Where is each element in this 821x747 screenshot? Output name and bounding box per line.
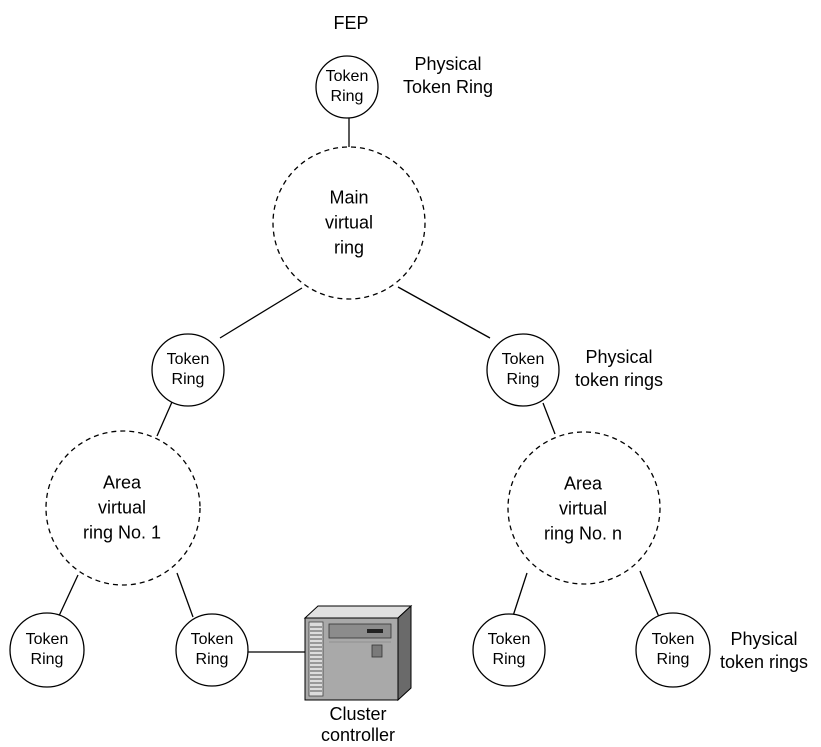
- cluster-controller-icon: [303, 604, 413, 702]
- token-ring-mid-right-label: Token Ring: [502, 350, 545, 390]
- ring-label-line2: Ring: [171, 371, 205, 388]
- physical-label-line2: token rings: [574, 370, 664, 390]
- ring-label-line1: Token: [651, 631, 695, 648]
- token-ring-bottom-2: [175, 613, 249, 687]
- area-virtual-ring-n-label: Area virtual ring No. n: [544, 472, 622, 547]
- cluster-controller-line1: Cluster: [329, 704, 387, 724]
- arean-line1: Area: [563, 473, 603, 494]
- link-left-area1: [156, 401, 173, 437]
- token-ring-bottom-3: [472, 613, 546, 687]
- ring-label-line1: Token: [487, 631, 531, 648]
- ring-label-line1: Token: [325, 68, 369, 85]
- token-ring-fep: [315, 55, 379, 119]
- ring-label-line1: Token: [190, 631, 234, 648]
- token-ring-bottom-1: [9, 612, 85, 688]
- link-arean-br2: [639, 570, 660, 618]
- token-ring-mid-right: [486, 333, 560, 407]
- fep-label: FEP: [333, 13, 369, 33]
- token-ring-mid-left: [151, 333, 225, 407]
- area1-line1: Area: [102, 472, 142, 493]
- area-virtual-ring-1-label: Area virtual ring No. 1: [83, 471, 161, 546]
- main-virtual-line3: ring: [333, 237, 365, 258]
- token-ring-mid-left-label: Token Ring: [167, 350, 210, 390]
- main-virtual-ring-label: Main virtual ring: [325, 186, 373, 261]
- token-ring-bottom-3-label: Token Ring: [488, 630, 531, 670]
- arean-line2: virtual: [558, 498, 608, 519]
- main-virtual-line2: virtual: [324, 212, 374, 233]
- token-ring-fep-label: Token Ring: [326, 67, 369, 107]
- token-ring-bottom-4: [635, 612, 711, 688]
- physical-token-rings-bottom-label: Physical token rings: [720, 628, 808, 674]
- ring-label-line2: Ring: [330, 88, 364, 105]
- physical-token-rings-mid-label: Physical token rings: [575, 346, 663, 392]
- ring-label-line2: Ring: [195, 651, 229, 668]
- physical-label-line1: Physical: [730, 629, 798, 649]
- link-area1-bl2: [176, 572, 194, 618]
- physical-token-ring-label: Physical Token Ring: [403, 53, 493, 99]
- arean-line3: ring No. n: [543, 523, 623, 544]
- ring-label-line1: Token: [166, 351, 210, 368]
- link-main-left: [219, 287, 303, 339]
- ring-label-line2: Ring: [30, 651, 64, 668]
- cluster-controller-line2: controller: [320, 725, 396, 745]
- area-virtual-ring-1: [45, 430, 201, 586]
- link-arean-br1: [512, 572, 528, 617]
- area1-line3: ring No. 1: [82, 522, 162, 543]
- cluster-controller-label: Cluster controller: [321, 704, 395, 746]
- token-ring-bottom-4-label: Token Ring: [652, 630, 695, 670]
- physical-label-line1: Physical: [585, 347, 653, 367]
- ring-label-line2: Ring: [492, 651, 526, 668]
- physical-label-line1: Physical: [414, 54, 482, 74]
- physical-label-line2: Token Ring: [402, 77, 494, 97]
- ring-label-line2: Ring: [656, 651, 690, 668]
- link-right-arean: [542, 402, 556, 435]
- link-main-right: [397, 286, 491, 339]
- area-virtual-ring-n: [507, 431, 661, 585]
- token-ring-bottom-2-label: Token Ring: [191, 630, 234, 670]
- area1-line2: virtual: [97, 497, 147, 518]
- main-virtual-line1: Main: [329, 187, 369, 208]
- ring-label-line1: Token: [25, 631, 69, 648]
- token-ring-bottom-1-label: Token Ring: [26, 630, 69, 670]
- physical-label-line2: token rings: [719, 652, 809, 672]
- link-area1-bl1: [57, 574, 79, 619]
- main-virtual-ring: [272, 146, 426, 300]
- ring-label-line1: Token: [501, 351, 545, 368]
- ring-label-line2: Ring: [506, 371, 540, 388]
